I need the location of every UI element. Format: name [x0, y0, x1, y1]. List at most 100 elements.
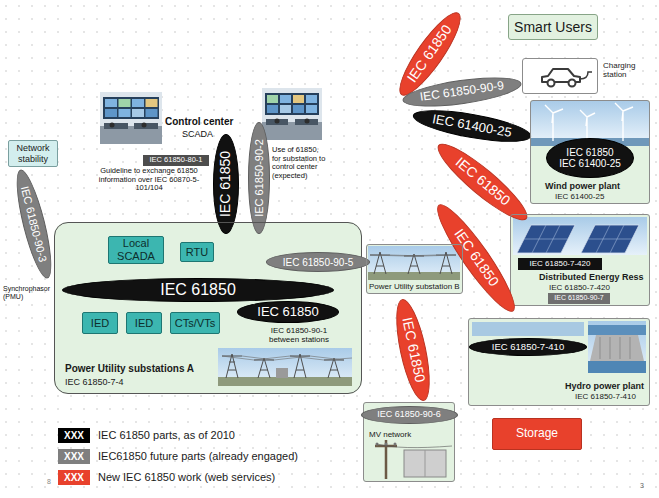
control-room-photo [146, 99, 158, 107]
standard-ellipse: IEC 61850 [213, 134, 239, 234]
control-room-photo [103, 97, 159, 119]
control-room-photo [105, 109, 117, 117]
standard-ellipse: IEC 61850-7-410 [469, 338, 587, 356]
control-room-photo [265, 93, 319, 115]
river-strip [472, 322, 584, 336]
control-room-photo [110, 123, 115, 128]
region-label: Distributed Energy Ress [539, 272, 644, 282]
solar-panel-photo [513, 217, 647, 255]
ellipse-label: IEC 61850-7-410 [492, 342, 564, 352]
annotation-text: Synchrophasor (PMU) [3, 285, 53, 301]
substation-photo [368, 246, 460, 280]
region-fill [54, 222, 362, 394]
control-room-photo [293, 95, 304, 103]
device-box: IED [126, 312, 162, 334]
device-box: Local SCADA [108, 236, 164, 264]
control-room-photo [100, 92, 162, 144]
electric-car-icon [580, 72, 592, 79]
wind-farm-photo [545, 105, 563, 141]
control-room-photo [262, 88, 322, 140]
label-stack: IEC 61850-90-5 [283, 257, 354, 268]
box-label: Storage [516, 427, 558, 441]
label-stack: IEC 61850 [257, 305, 318, 319]
ellipse-label: IEC 61850 [160, 281, 236, 299]
region-label: Hydro power plant [565, 381, 644, 391]
box-label: Network stability [11, 143, 55, 164]
region-label: Wind power plant [545, 181, 620, 191]
substation-photo [368, 246, 460, 280]
electric-car-icon [548, 80, 555, 87]
substation-photo [370, 252, 456, 274]
region-label: Power Utility substations A [65, 363, 194, 375]
box-label: IED [91, 317, 109, 330]
region-fill [54, 58, 650, 482]
switch-cabinet [404, 450, 446, 477]
overhead-wire [377, 444, 452, 448]
annotation-text: Control center [165, 116, 233, 128]
label-stack: IEC 61850 [160, 281, 236, 299]
region-label: MV network [369, 430, 411, 439]
substation-photo [218, 377, 352, 386]
region-label: IEC 61850-7-420 [549, 283, 610, 292]
swatch-text: XXX [64, 452, 84, 462]
substation-photo [218, 348, 352, 386]
control-room-photo [267, 105, 278, 113]
network-box: MV network IEC 61850-90-6 [363, 402, 455, 482]
region-fill [530, 100, 650, 204]
region-fill [522, 58, 598, 94]
region-label: IEC 61850-7-4 [65, 377, 124, 387]
control-room-photo [267, 95, 278, 103]
annotation-text: SCADA [182, 129, 213, 139]
label-stack: IEC 61850-7-410 [492, 342, 564, 352]
substation-photo [222, 356, 352, 360]
standard-ellipse: IEC 61850-90-2 [248, 122, 270, 234]
annotation-text: Guideline to exchange 61850 information … [88, 167, 210, 193]
wind-farm-photo [531, 101, 649, 141]
control-room-photo [132, 109, 144, 117]
standard-ellipse: IEC 61850IEC 61400-25 [546, 138, 634, 178]
ellipse-label: IEC 61850-90-6 [377, 410, 441, 420]
tag-label: IEC 61850-90-7 [548, 293, 610, 304]
solar-panel-photo [513, 217, 647, 255]
wind-farm-photo [580, 110, 595, 141]
ellipse-label: IEC 61850-90-5 [283, 257, 354, 268]
control-room-photo [280, 105, 291, 113]
device-box: IED [82, 312, 118, 334]
dam-photo [590, 335, 644, 361]
ellipse-label: IEC 61400-25 [559, 158, 621, 169]
river-strip [472, 322, 584, 336]
substation-photo [368, 272, 460, 280]
control-room-photo [119, 99, 131, 107]
region-fill [510, 214, 650, 306]
control-room-photo [262, 88, 322, 140]
plant-box: Hydro power plantIEC 61850-7-410IEC 6185… [468, 318, 650, 406]
control-room-photo [275, 119, 280, 124]
substation-photo [218, 348, 352, 386]
legend-text: IEC61850 future parts (already engaged) [98, 450, 298, 463]
standard-ellipse: IEC 61850-90-5 [266, 252, 370, 272]
control-room-photo [100, 92, 162, 144]
ellipse-label: IEC 61850 [566, 147, 613, 158]
topic-box: Network stability [8, 140, 58, 167]
ellipse-label: IEC 61850 [257, 305, 318, 319]
control-room-photo [146, 109, 158, 117]
region-label: IEC 61400-25 [555, 192, 604, 201]
box-label: Local SCADA [113, 237, 159, 262]
substation-photo [276, 368, 288, 378]
insulators [385, 443, 388, 446]
annotation-text: Use of 61850, for substation to control … [272, 146, 328, 181]
substation-photo [370, 255, 456, 256]
device-box: RTU [180, 242, 214, 262]
label-stack: IEC 61850-90-2 [253, 139, 265, 217]
wind-farm-photo [545, 103, 633, 141]
region-fill [468, 318, 650, 406]
substation-region: Power Utility substations A IEC 61850-7-4… [54, 222, 362, 394]
label-stack: IEC 61850 [218, 151, 233, 217]
box-label: RTU [186, 246, 208, 259]
ellipse-label: IEC 61850-90-2 [253, 139, 265, 217]
control-room-photo [306, 105, 317, 113]
dam-photo [588, 321, 646, 373]
legend-swatch: XXX [58, 470, 90, 485]
dam-photo [600, 337, 630, 359]
region-fill [366, 244, 462, 294]
